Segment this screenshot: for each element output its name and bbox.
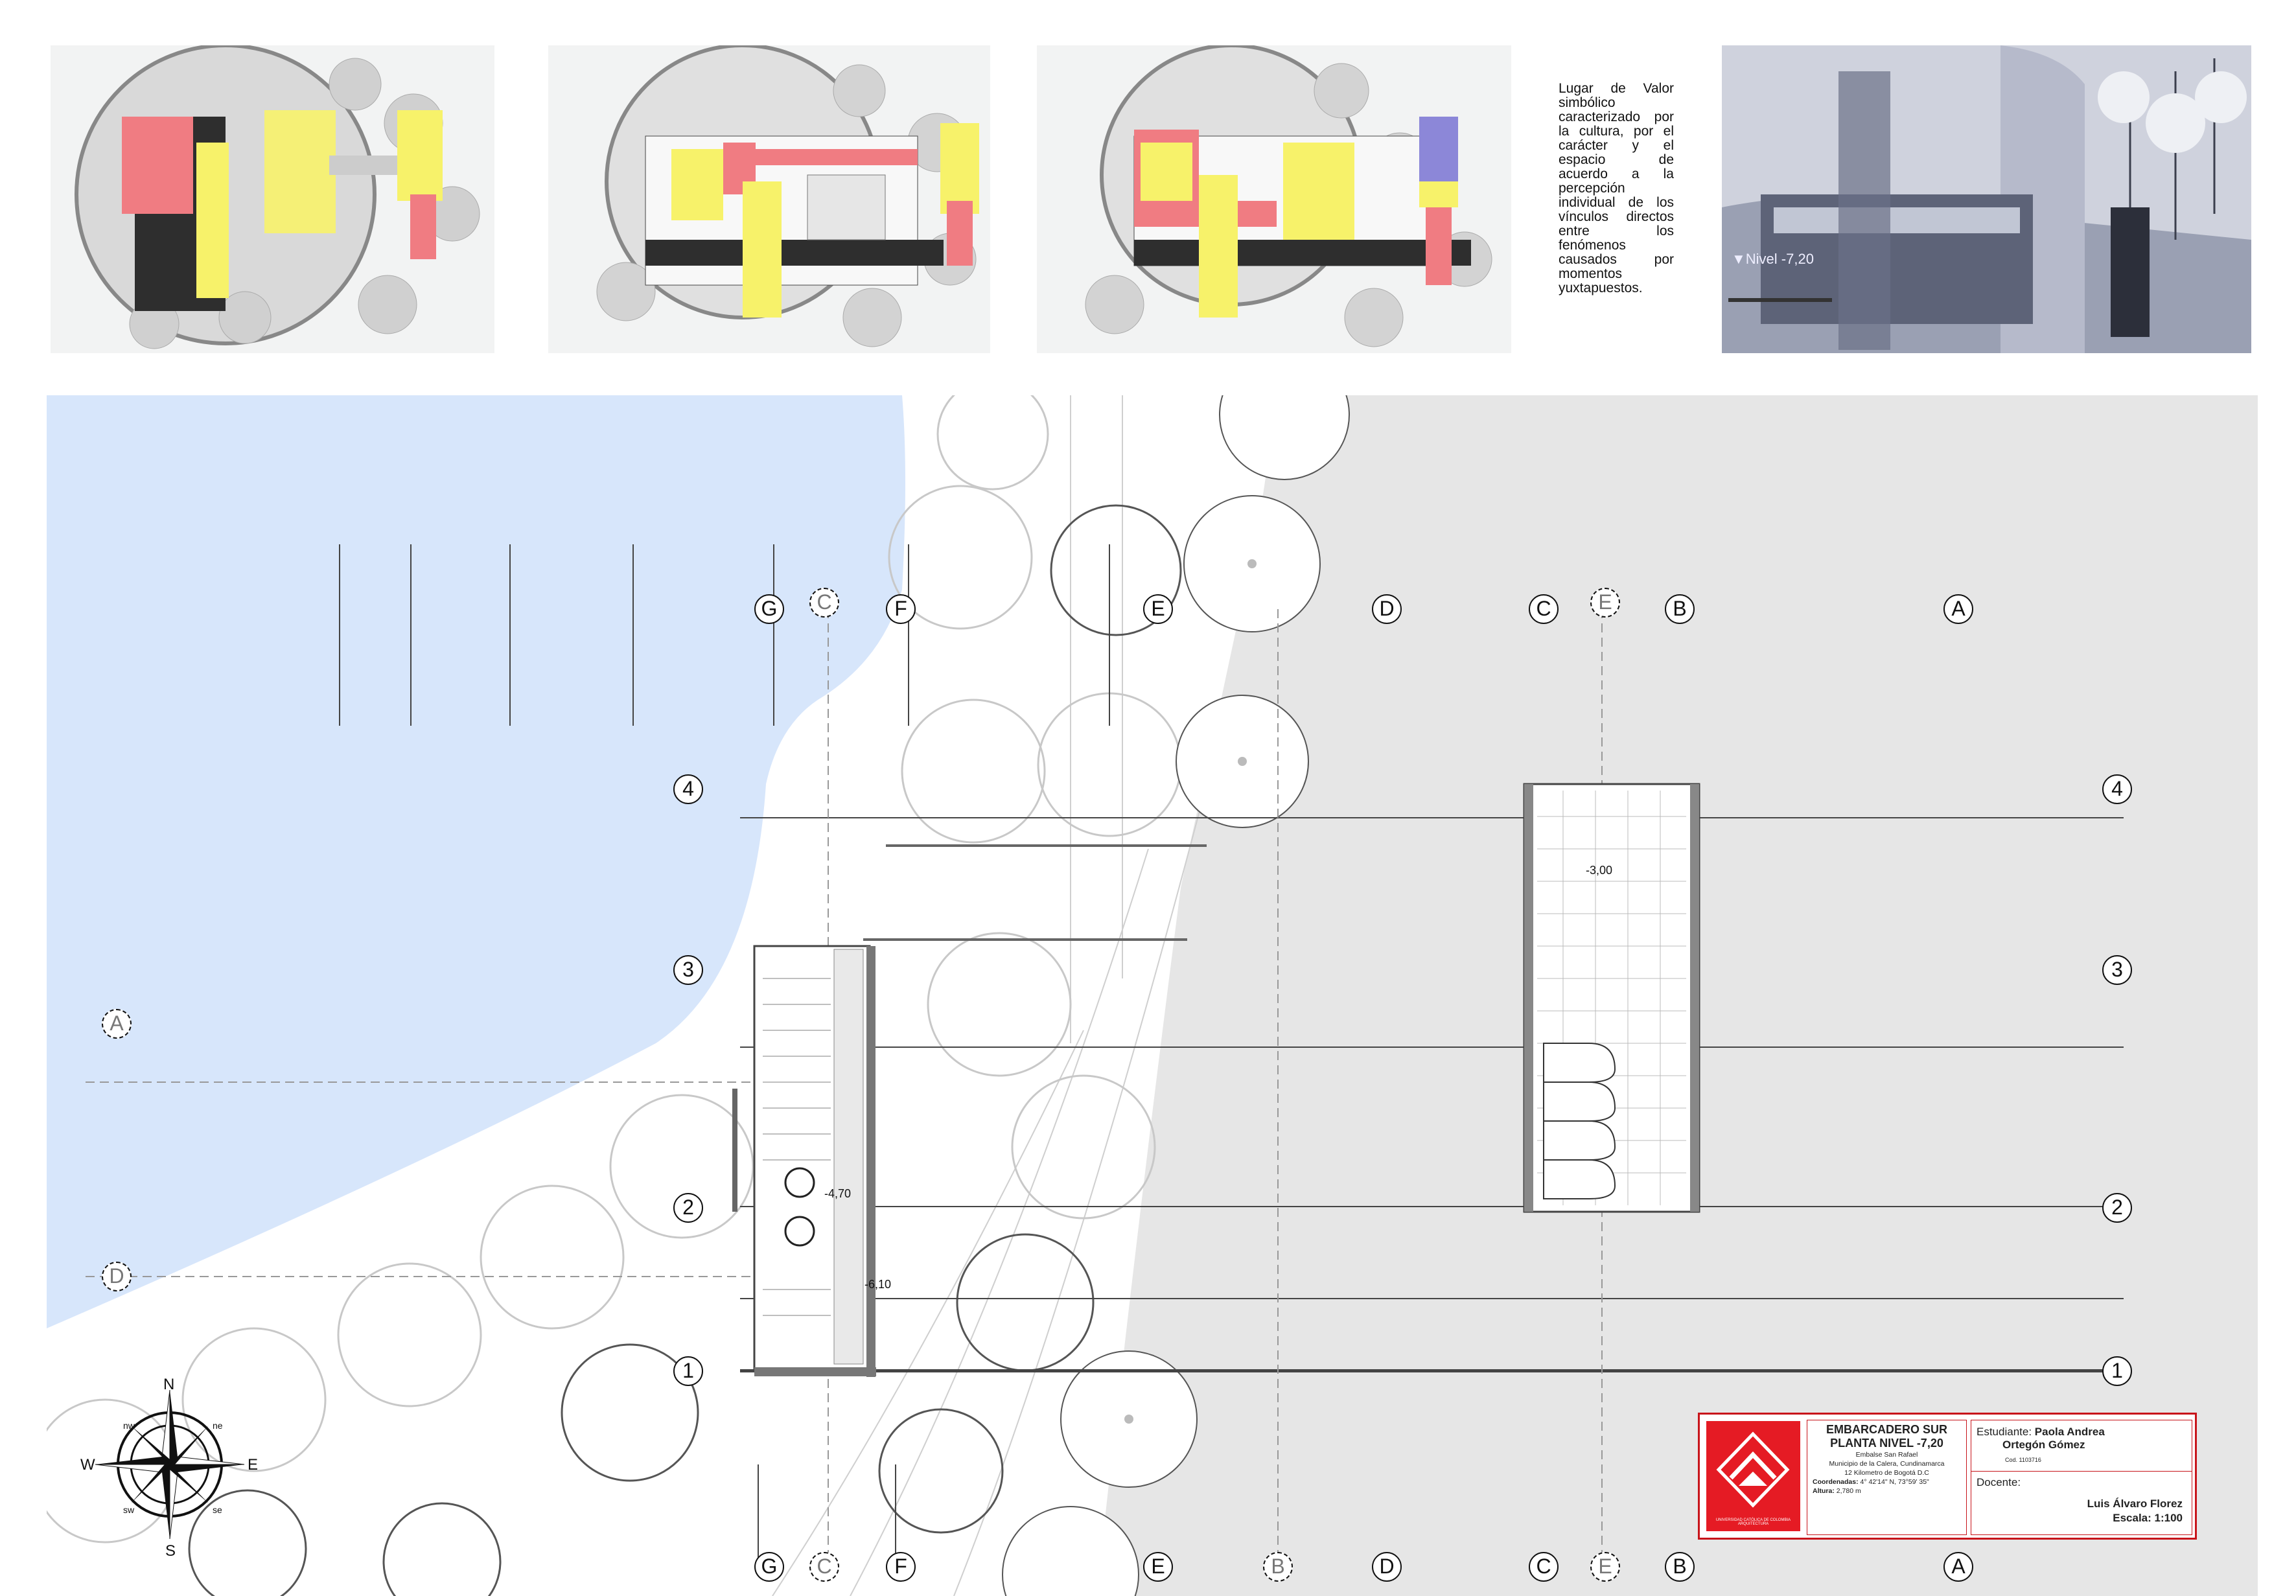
student-code: Cod. 1103716 — [2005, 1457, 2041, 1463]
project-title: EMBARCADERO SUR — [1826, 1423, 1947, 1436]
axis-bottom-e: E — [1143, 1552, 1173, 1582]
section-mark-bottom-c: C — [809, 1552, 839, 1582]
coordinates-row: Coordenadas: 4° 42'14" N, 73°59' 35" — [1807, 1477, 1966, 1486]
floor-plan-drawing — [47, 395, 2258, 1596]
vertical-grid-lines — [339, 544, 1110, 1562]
compass-rose — [95, 1389, 245, 1540]
axis-bottom-d: D — [1372, 1552, 1402, 1582]
diagram-thumbnail-1 — [51, 45, 494, 353]
road: 12 Kilometro de Bogotá D.C — [1844, 1469, 1929, 1477]
section-mark-top-c: C — [809, 588, 839, 618]
section-render — [1722, 45, 2251, 353]
teacher-name: Luis Álvaro Florez — [2087, 1498, 2183, 1510]
diagram-thumbnail-3 — [1037, 45, 1511, 353]
section-mark-bottom-b: B — [1263, 1552, 1293, 1582]
municipality: Municipio de la Calera, Cundinamarca — [1829, 1460, 1945, 1468]
row-2-left: 2 — [673, 1193, 703, 1223]
teacher-label: Docente: — [1977, 1476, 2021, 1488]
altitude-row: Altura: 2,780 m — [1807, 1486, 1966, 1496]
divider — [1971, 1471, 2192, 1472]
site-name: Embalse San Rafael — [1855, 1451, 1918, 1459]
row-1-right: 1 — [2102, 1356, 2132, 1386]
axis-bottom-c: C — [1529, 1552, 1559, 1582]
axis-bottom-f: F — [886, 1552, 916, 1582]
student-row: Estudiante: Paola Andrea Ortegón Gómez — [1977, 1426, 2105, 1451]
compass-sw: sw — [123, 1505, 135, 1515]
axis-top-b: B — [1665, 594, 1695, 624]
row-2-right: 2 — [2102, 1193, 2132, 1223]
axis-bottom-b: B — [1665, 1552, 1695, 1582]
compass-east: E — [248, 1456, 259, 1474]
institution-name: UNIVERSIDAD CATÓLICA DE COLOMBIA ARQUITE… — [1715, 1518, 1791, 1526]
upper-building — [1523, 783, 1700, 1213]
diagram-3-drawing — [1037, 45, 1511, 353]
diagram-thumbnail-2 — [548, 45, 990, 353]
axis-top-d: D — [1372, 594, 1402, 624]
axis-bottom-a: A — [1943, 1552, 1973, 1582]
compass-nw: nw — [123, 1420, 135, 1431]
diagram-1-drawing — [51, 45, 494, 353]
title-block: UNIVERSIDAD CATÓLICA DE COLOMBIA ARQUITE… — [1698, 1413, 2197, 1540]
axis-bottom-g: G — [754, 1552, 784, 1582]
compass-ne: ne — [213, 1420, 223, 1431]
university-logo: UNIVERSIDAD CATÓLICA DE COLOMBIA ARQUITE… — [1706, 1421, 1800, 1531]
axis-top-c: C — [1529, 594, 1559, 624]
section-mark-top-e: E — [1590, 588, 1620, 618]
diagram-2-drawing — [548, 45, 990, 353]
level-mark-lower: -6,10 — [864, 1278, 892, 1291]
student-surname: Ortegón Gómez — [2002, 1439, 2085, 1451]
teacher-info: Luis Álvaro Florez Escala: 1:100 — [2087, 1497, 2183, 1525]
section-render-drawing — [1722, 45, 2251, 353]
level-mark-upper: -3,00 — [1586, 864, 1613, 877]
row-3-right: 3 — [2102, 955, 2132, 985]
altitude-label: Altura: — [1813, 1487, 1835, 1495]
coordinates-label: Coordenadas: — [1813, 1478, 1859, 1486]
altitude-value: 2,780 m — [1836, 1487, 1861, 1495]
axis-top-a: A — [1943, 594, 1973, 624]
student-name: Paola Andrea — [2034, 1426, 2105, 1438]
water-area — [47, 395, 905, 1328]
credits: Estudiante: Paola Andrea Ortegón Gómez C… — [1971, 1420, 2192, 1535]
row-4-left: 4 — [673, 774, 703, 804]
student-label: Estudiante: — [1977, 1426, 2032, 1438]
row-3-left: 3 — [673, 955, 703, 985]
grid-lines — [740, 817, 2124, 1370]
project-info: EMBARCADERO SUR PLANTA NIVEL -7,20 Embal… — [1807, 1420, 1967, 1535]
coordinates-value: 4° 42'14" N, 73°59' 35" — [1860, 1478, 1929, 1486]
concept-description: Lugar de Valor simbólico caracterizado p… — [1559, 81, 1674, 295]
section-mark-left-d: D — [102, 1262, 132, 1291]
dark-tree-canopies — [188, 504, 1182, 1596]
scale: Escala: 1:100 — [2113, 1512, 2183, 1524]
compass-north: N — [163, 1376, 175, 1393]
sheet-title: PLANTA NIVEL -7,20 — [1830, 1437, 1943, 1450]
axis-top-g: G — [754, 594, 784, 624]
section-level-label: ▼Nivel -7,20 — [1732, 251, 1814, 267]
axis-top-f: F — [886, 594, 916, 624]
compass-se: se — [213, 1505, 222, 1515]
row-4-right: 4 — [2102, 774, 2132, 804]
compass-west: W — [80, 1456, 95, 1474]
floor-plan: G F E D C B A G F E D C B A 4 4 3 3 2 2 … — [47, 395, 2258, 1596]
dock-building — [732, 945, 876, 1377]
compass-south: S — [165, 1542, 176, 1560]
level-mark-mid: -4,70 — [824, 1187, 852, 1200]
axis-top-e: E — [1143, 594, 1173, 624]
section-mark-bottom-e: E — [1590, 1552, 1620, 1582]
section-mark-left-a: A — [102, 1009, 132, 1039]
university-logo-icon — [1716, 1431, 1790, 1508]
row-1-left: 1 — [673, 1356, 703, 1386]
